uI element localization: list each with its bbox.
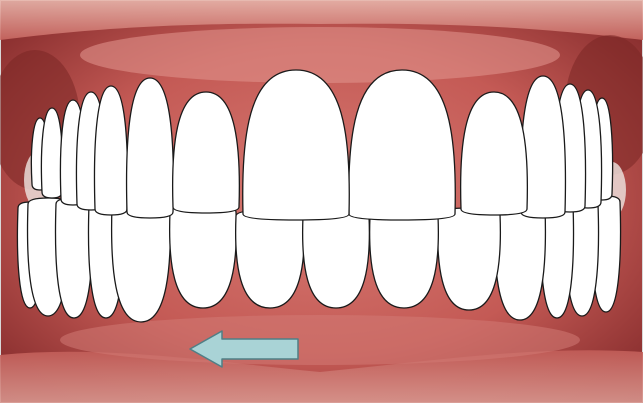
lower-tooth-10 <box>495 202 546 320</box>
lower-gum-highlight <box>60 315 580 365</box>
lower-tooth-9 <box>438 208 501 310</box>
upper-tooth-6 <box>243 70 350 220</box>
upper-gum-highlight <box>80 27 560 83</box>
lower-tooth-7 <box>303 210 370 308</box>
lower-tooth-2 <box>56 198 93 318</box>
upper-tooth-5 <box>173 92 240 213</box>
lower-tooth-8 <box>370 210 439 308</box>
lower-tooth-5 <box>170 206 237 308</box>
upper-tooth-7 <box>349 70 456 220</box>
upper-tooth-4 <box>127 78 174 218</box>
upper-tooth-13 <box>41 108 62 198</box>
lower-tooth-6 <box>236 210 305 308</box>
upper-tooth-3 <box>94 86 127 215</box>
upper-tooth-8 <box>461 92 528 215</box>
